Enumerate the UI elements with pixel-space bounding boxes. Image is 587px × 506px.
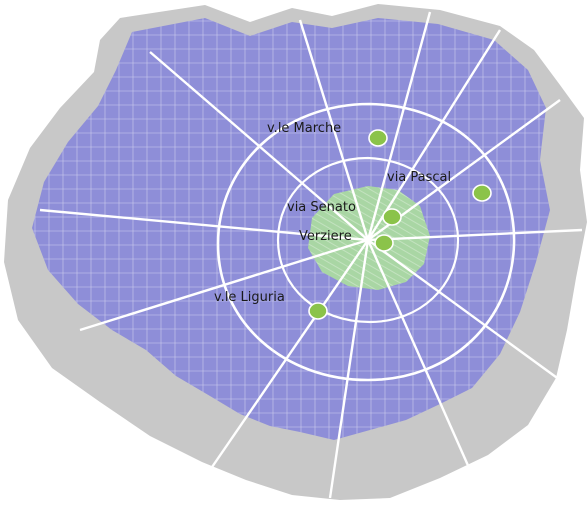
station-marker-icon[interactable] [382, 208, 402, 226]
station-marker-icon[interactable] [472, 184, 492, 202]
outer-ring-road [216, 102, 516, 382]
station-label: Verziere [299, 229, 352, 244]
urban-street-grid [32, 18, 550, 440]
inner-ring-road [276, 156, 460, 324]
station-v-le-marche[interactable]: v.le Marche [267, 121, 388, 147]
station-via-senato[interactable]: via Senato [287, 200, 402, 226]
station-label: v.le Marche [267, 121, 341, 136]
station-marker-icon[interactable] [308, 302, 328, 320]
radial-roads [39, 11, 583, 499]
station-verziere[interactable]: Verziere [299, 229, 394, 252]
station-marker-icon[interactable] [374, 234, 394, 252]
station-via-pascal[interactable]: via Pascal [387, 170, 492, 202]
station-label: via Senato [287, 200, 356, 215]
station-label: via Pascal [387, 170, 451, 185]
station-label: v.le Liguria [214, 290, 285, 305]
station-v-le-liguria[interactable]: v.le Liguria [214, 290, 328, 320]
station-marker-icon[interactable] [368, 129, 388, 147]
